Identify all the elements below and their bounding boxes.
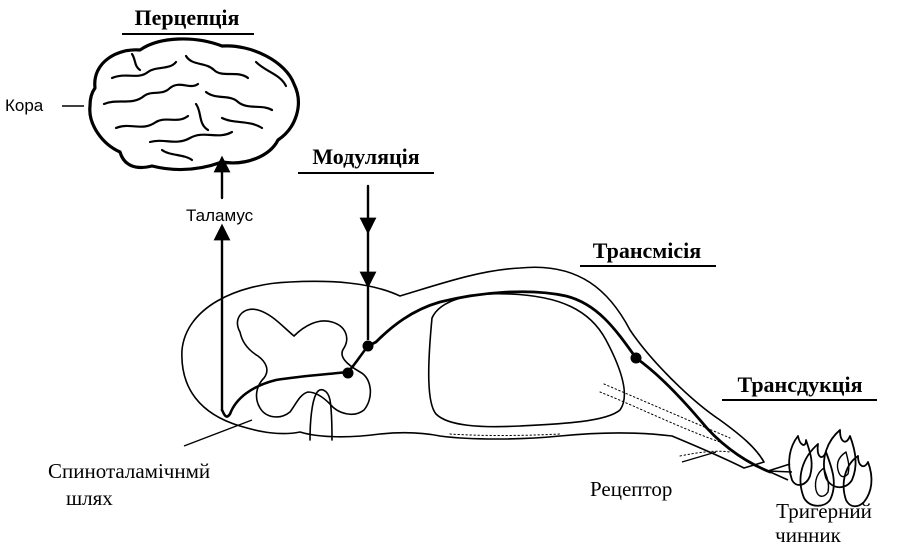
stage-title-transduction: Трансдукція — [737, 372, 862, 397]
spinothalamic-fiber — [222, 372, 348, 417]
stage-title-transmission: Трансмісія — [593, 238, 701, 263]
receptor-label: Рецептор — [590, 477, 672, 501]
spinothalamic-leader — [184, 420, 252, 446]
receptor-leader — [682, 452, 716, 462]
flame-icon — [789, 430, 871, 506]
spinothalamic-label-line2: шлях — [66, 486, 113, 510]
brain-icon — [90, 39, 299, 170]
spinal-cord-section — [182, 267, 764, 468]
spinothalamic-label-line1: Спиноталамічнмй — [48, 459, 210, 483]
sensory-neuron-soma — [631, 353, 642, 364]
stage-title-modulation: Модуляція — [312, 144, 419, 169]
trigger-label-line1: Тригерний — [776, 499, 872, 523]
stage-title-perception: Перцепція — [135, 5, 240, 30]
synapse-dot-dorsal-horn — [343, 368, 354, 379]
trigger-label-line2: чинник — [775, 523, 842, 547]
thalamus-label: Таламус — [186, 206, 254, 225]
cortex-label: Кора — [5, 96, 44, 115]
synapse-dot-modulation — [363, 341, 374, 352]
